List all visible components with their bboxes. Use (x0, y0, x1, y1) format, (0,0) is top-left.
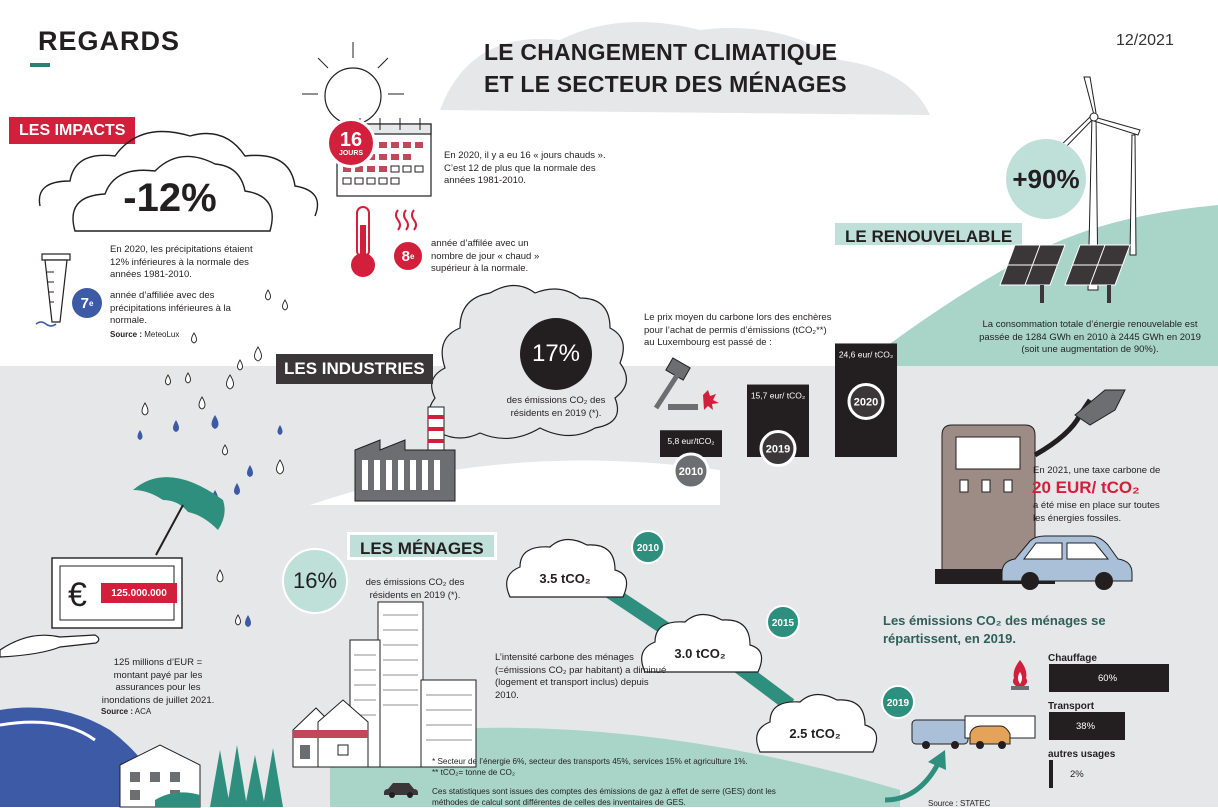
small-car-icon (384, 783, 418, 798)
intensity-cloud-2010 (506, 538, 628, 598)
solar-panel-icon (999, 244, 1131, 303)
breakdown-title: Les émissions CO₂ des ménages se réparti… (883, 613, 1106, 646)
footnote-3: Ces statistiques sont issues des comptes… (432, 787, 776, 807)
footnote-1: * Secteur de l’énergie 6%, secteur des t… (432, 757, 748, 766)
seventh-number: 7 (80, 294, 89, 312)
rain-gauge-icon (35, 253, 71, 327)
houses-icon (119, 744, 283, 808)
cloud-icon (38, 130, 319, 232)
carbon-price-chart: 5,8 eur/tCO₂ 2010 15,7 eur/ tCO₂ 2019 24,6 e… (660, 343, 897, 490)
hot-days-text: En 2020, il y a eu 16 « jours chauds ». … (444, 150, 606, 186)
tag-industries: LES INDUSTRIES (276, 354, 433, 384)
issue-date: 12/2021 (1116, 32, 1174, 49)
footnote-2: ** tCO₂= tonne de CO₂ (432, 768, 516, 777)
year-circle-2020 (847, 382, 885, 420)
industries-text: des émissions CO₂ des résidents en 2019 … (506, 395, 606, 419)
hot-days-number: 16 (339, 128, 363, 151)
precipitation-text: En 2020, les précipitations étaient 12% … (110, 244, 253, 280)
tag-impacts: LES IMPACTS (9, 117, 136, 144)
price-label-2019: 15,7 eur/ tCO₂ (751, 391, 805, 401)
tax-text-2: a été mise en place sur toutes les énerg… (1033, 500, 1160, 524)
umbrella-icon (133, 477, 225, 556)
source-meteolux: Source : MeteoLux (110, 329, 179, 342)
intensity-value-2019: 2.5 tCO₂ (789, 726, 841, 741)
intensity-year-2019: 2019 (887, 698, 910, 709)
eighth-number: 8 (401, 247, 410, 265)
intensity-year-circle-2019 (881, 685, 915, 719)
renewable-percent: +90% (1006, 139, 1086, 219)
year-circle-2019 (759, 430, 797, 468)
breakdown-value-2: 2% (1070, 769, 1084, 780)
insurance-text: 125 millions d’EUR = montant payé par le… (101, 657, 215, 706)
breakdown-bar-1 (1049, 712, 1125, 740)
title-line-2: ET LE SECTEUR DES MÉNAGES (484, 71, 847, 97)
hot-days-unit: JOURS (338, 149, 364, 157)
intensity-cloud-2019 (756, 693, 878, 753)
breakdown-bar-0 (1049, 664, 1169, 692)
hand-icon (0, 634, 100, 658)
eighth-sup: e (409, 251, 415, 261)
seventh-sup: e (88, 298, 94, 308)
breakdown-bar-2 (1049, 760, 1053, 788)
breakdown-label-1: Transport (1048, 701, 1095, 712)
industries-percent: 17% (520, 318, 592, 390)
thermometer-icon (351, 206, 417, 277)
factory-icon (354, 406, 456, 502)
sun-icon (302, 42, 404, 125)
tax-text-1: En 2021, une taxe carbone de (1033, 465, 1161, 476)
renewable-text: La consommation totale d’énergie renouve… (979, 319, 1201, 355)
page-title: LE CHANGEMENT CLIMATIQUE ET LE SECTEUR D… (484, 36, 847, 100)
insurance-amount: 125.000.000 (101, 583, 177, 603)
price-label-2020: 24,6 eur/ tCO₂ (839, 349, 893, 359)
auction-gavel-icon (653, 357, 719, 410)
breakdown-label-2: autres usages (1048, 749, 1116, 760)
tag-renouvelable: LE RENOUVELABLE (832, 220, 1026, 248)
intensity-cloud-2015 (641, 613, 763, 673)
year-label-2010: 2010 (679, 466, 703, 478)
title-line-1: LE CHANGEMENT CLIMATIQUE (484, 39, 838, 65)
hot-days-badge: 16 JOURS (326, 118, 376, 168)
menages-percent: 16% (282, 548, 348, 614)
arrow-to-vehicles (884, 750, 946, 803)
intensity-year-2015: 2015 (772, 618, 795, 629)
insurance-source-value: ACA (134, 707, 152, 716)
intensity-value-2010: 3.5 tCO₂ (539, 571, 591, 586)
tag-menages: LES MÉNAGES (347, 532, 497, 560)
intensity-year-circle-2010 (631, 530, 665, 564)
source-aca: Source : ACA (101, 706, 151, 719)
breakdown-value-1: 38% (1076, 721, 1096, 732)
intensity-text: L’intensité carbone des ménages (=émissi… (495, 652, 667, 701)
city-buildings-icon (292, 601, 477, 768)
price-label-2010: 5,8 eur/tCO₂ (667, 436, 714, 446)
precipitation-percent: -12% (123, 176, 217, 220)
breakdown-value-0: 60% (1098, 673, 1118, 684)
intensity-value-2015: 3.0 tCO₂ (674, 646, 726, 661)
intensity-chart: 3.5 tCO₂ 2010 3.0 tCO₂ 2015 2.5 tCO₂ 2019 (506, 530, 915, 753)
intensity-year-circle-2015 (766, 605, 800, 639)
seventh-text: année d’affiliée avec des précipitations… (110, 290, 231, 326)
eighth-text: année d’affilée avec un nombre de jour «… (431, 238, 540, 274)
year-circle-2010 (672, 452, 710, 490)
breakdown-label-0: Chauffage (1048, 653, 1097, 664)
svg-text:€: € (68, 576, 87, 614)
year-label-2020: 2020 (854, 396, 878, 408)
source-label: Source : (110, 330, 143, 339)
footnotes: * Secteur de l’énergie 6%, secteur des t… (432, 756, 782, 808)
tax-amount: 20 EUR/ tCO₂ (1032, 478, 1140, 497)
intensity-year-2010: 2010 (637, 543, 660, 554)
logo-underline (30, 63, 50, 67)
year-label-2019: 2019 (766, 444, 790, 456)
logo: REGARDS (38, 26, 181, 56)
source-statec: Source : STATEC (928, 799, 991, 808)
source-value: MeteoLux (144, 330, 180, 339)
flame-icon (1011, 660, 1029, 690)
car-icon (1001, 535, 1133, 590)
insurance-source-label: Source : (101, 707, 134, 716)
vehicles-icon (911, 715, 1036, 749)
carbon-price-text: Le prix moyen du carbone lors des enchèr… (644, 312, 832, 348)
menages-text: des émissions CO₂ des résidents en 2019 … (365, 577, 465, 601)
